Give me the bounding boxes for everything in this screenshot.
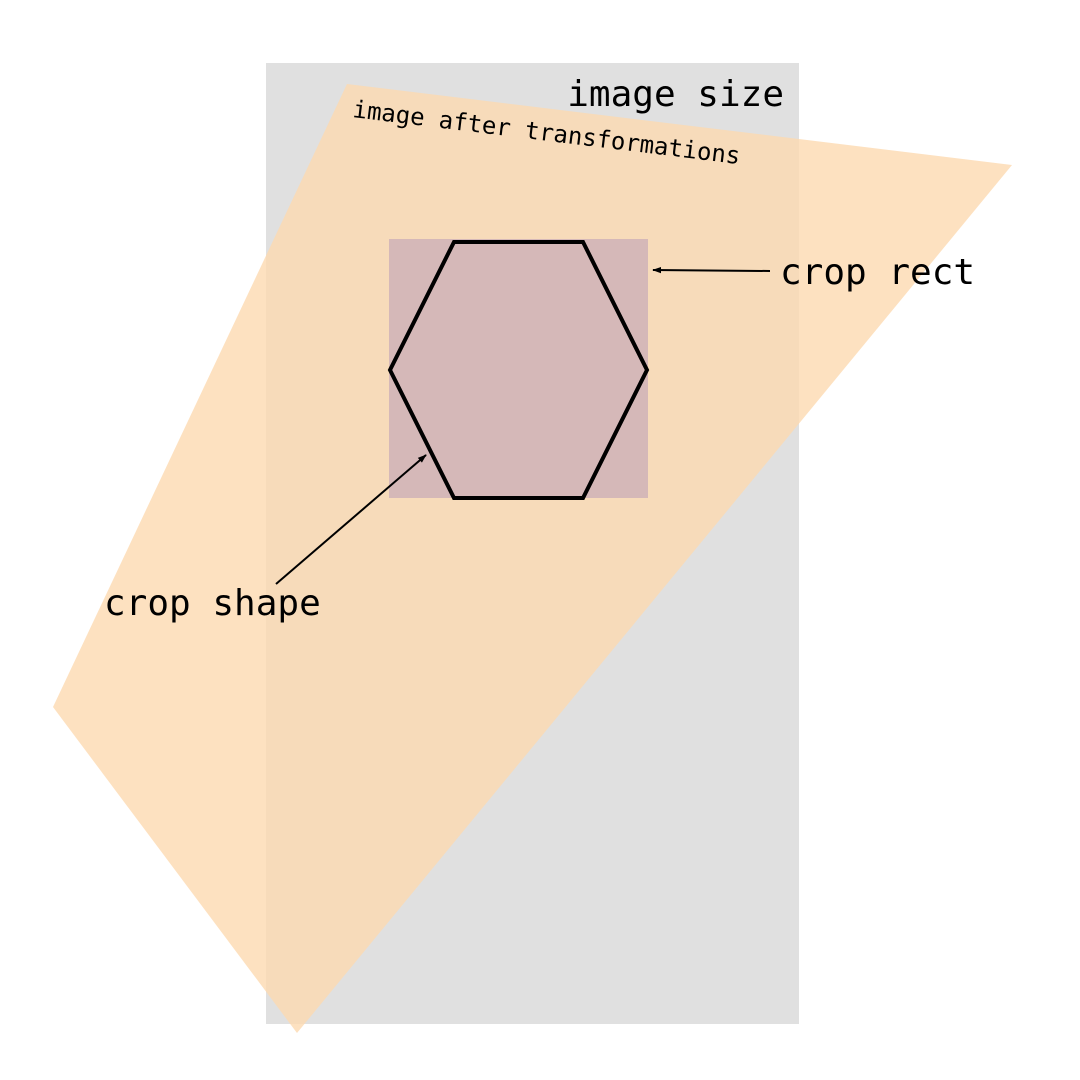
- transformed-image-polygon: [53, 84, 1012, 1033]
- crop-rect-arrow: [652, 266, 771, 274]
- crop-rect: [389, 239, 648, 498]
- crop-shape-label: crop shape: [104, 583, 321, 624]
- crop-shape-arrow: [275, 454, 427, 585]
- crop-rect-label: crop rect: [780, 252, 975, 293]
- image-size-label: image size: [567, 74, 784, 115]
- crop-shape-hexagon: [387, 240, 650, 500]
